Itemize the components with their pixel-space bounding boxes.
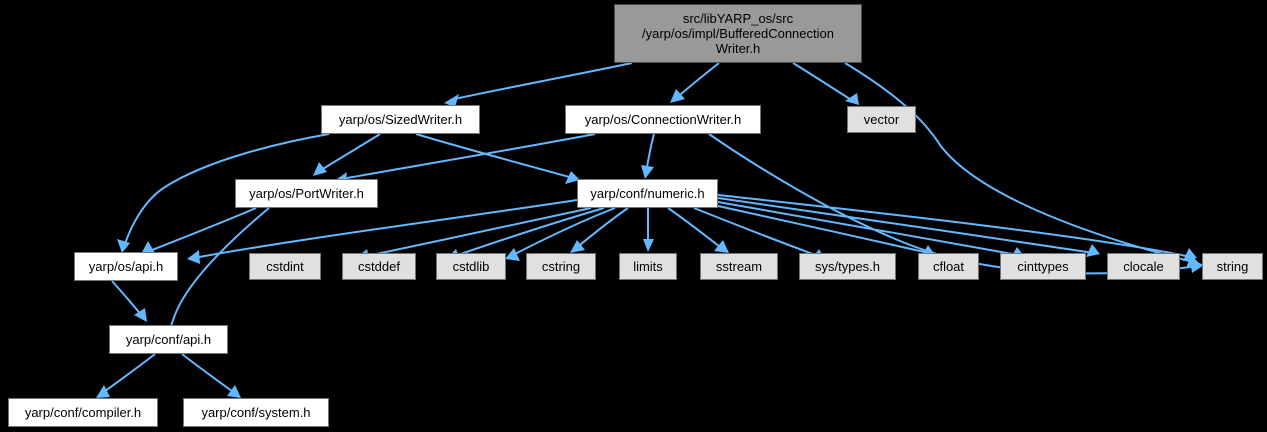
edge-root-sizedwriter [449, 62, 633, 101]
node-sstream[interactable]: sstream [700, 253, 778, 280]
arrowhead-numeric-cstring [570, 240, 585, 253]
node-label-connectionwriter: yarp/os/ConnectionWriter.h [584, 112, 742, 127]
arrowhead-confapi-system [227, 385, 241, 398]
arrowhead-root-vector [845, 93, 859, 105]
node-limits[interactable]: limits [619, 253, 677, 280]
arrowhead-numeric-clocale [1086, 244, 1100, 257]
node-label-clocale: clocale [1123, 259, 1164, 274]
node-string[interactable]: string [1202, 253, 1263, 280]
edge-root-connectionwriter [674, 62, 720, 100]
edge-sizedwriter-portwriter [317, 133, 381, 173]
edge-osapi-confapi [111, 280, 144, 318]
node-label-systypes: sys/types.h [814, 259, 881, 274]
node-vector[interactable]: vector [847, 106, 916, 133]
node-label-root: src/libYARP_os/src /yarp/os/impl/Buffere… [642, 11, 834, 56]
arrowhead-root-sizedwriter [444, 94, 459, 107]
edge-confapi-compiler [100, 353, 156, 395]
arrowhead-numeric-string [1183, 248, 1197, 261]
edge-numeric-cstdlib [510, 207, 616, 257]
edge-confapi-system [181, 353, 237, 395]
node-label-cinttypes: cinttypes [1017, 259, 1069, 274]
node-label-numeric: yarp/conf/numeric.h [590, 186, 705, 201]
arrowhead-sizedwriter-portwriter [313, 162, 327, 176]
node-numeric[interactable]: yarp/conf/numeric.h [577, 179, 718, 208]
arrowhead-portwriter-osapi [141, 241, 155, 254]
arrowhead-numeric-sstream [714, 240, 729, 253]
edge-numeric-systypes [693, 207, 819, 257]
node-label-portwriter: yarp/os/PortWriter.h [249, 186, 364, 201]
node-label-cstdint: cstdint [266, 259, 304, 274]
edge-numeric-cstdint [361, 207, 592, 258]
node-label-confapi: yarp/conf/api.h [125, 332, 212, 347]
node-label-sizedwriter: yarp/os/SizedWriter.h [338, 112, 463, 127]
edge-sizedwriter-osapi [123, 133, 330, 248]
node-label-cstring: cstring [541, 259, 581, 274]
arrowhead-osapi-confapi [134, 308, 147, 322]
node-osapi[interactable]: yarp/os/api.h [74, 252, 178, 281]
node-label-system: yarp/conf/system.h [201, 405, 311, 420]
edge-root-vector [792, 62, 854, 102]
edge-portwriter-osapi [146, 207, 257, 253]
node-cstddef[interactable]: cstddef [342, 253, 416, 280]
arrowhead-numeric-cstdlib [505, 248, 520, 261]
node-cstdlib[interactable]: cstdlib [436, 253, 506, 280]
arrowhead-confapi-compiler [96, 385, 110, 398]
edge-root-string [844, 62, 1194, 263]
node-label-string: string [1216, 259, 1249, 274]
node-label-compiler: yarp/conf/compiler.h [24, 405, 142, 420]
arrowhead-root-connectionwriter [670, 89, 685, 103]
node-systypes[interactable]: sys/types.h [799, 253, 896, 280]
node-clocale[interactable]: clocale [1107, 253, 1180, 280]
arrowhead-numeric-osapi [187, 250, 200, 264]
edge-numeric-string [717, 194, 1192, 258]
node-cstring[interactable]: cstring [526, 253, 596, 280]
node-connectionwriter[interactable]: yarp/os/ConnectionWriter.h [565, 105, 761, 134]
arrowhead-numeric-limits [643, 239, 654, 252]
edge-numeric-osapi [193, 199, 578, 259]
node-label-cstddef: cstddef [358, 259, 400, 274]
node-label-limits: limits [633, 259, 663, 274]
arrowhead-sizedwriter-osapi [117, 239, 130, 253]
node-cinttypes[interactable]: cinttypes [1000, 253, 1086, 280]
edge-sizedwriter-numeric [415, 133, 574, 179]
node-system[interactable]: yarp/conf/system.h [183, 398, 329, 427]
arrowhead-connectionwriter-numeric [641, 165, 654, 179]
node-label-osapi: yarp/os/api.h [88, 259, 164, 274]
node-sizedwriter[interactable]: yarp/os/SizedWriter.h [321, 105, 480, 134]
arrowhead-sizedwriter-numeric [565, 171, 580, 184]
node-label-vector: vector [863, 112, 900, 127]
edge-numeric-cfloat [717, 205, 930, 254]
node-label-cstdlib: cstdlib [452, 259, 490, 274]
node-portwriter[interactable]: yarp/os/PortWriter.h [235, 179, 378, 208]
node-compiler[interactable]: yarp/conf/compiler.h [8, 398, 158, 427]
node-cstdint[interactable]: cstdint [249, 253, 321, 280]
arrowhead-connectionwriter-string [1190, 259, 1204, 273]
edge-numeric-cinttypes [717, 201, 1019, 256]
edge-numeric-clocale [717, 197, 1095, 254]
node-root: src/libYARP_os/src /yarp/os/impl/Buffere… [614, 4, 862, 63]
edge-numeric-cstddef [451, 207, 605, 258]
node-label-sstream: sstream [715, 259, 763, 274]
node-cfloat[interactable]: cfloat [918, 253, 979, 280]
node-label-cfloat: cfloat [932, 259, 965, 274]
node-confapi[interactable]: yarp/conf/api.h [109, 325, 228, 354]
edge-numeric-sstream [667, 207, 725, 251]
edge-connectionwriter-portwriter [340, 133, 596, 180]
